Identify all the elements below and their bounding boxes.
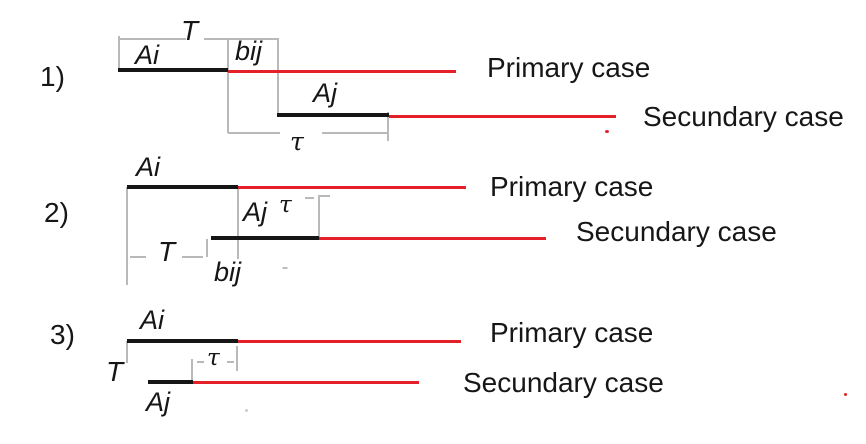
s1-number-label: 1) <box>40 61 65 92</box>
s3-Ai-label: Ai <box>140 305 165 335</box>
s1-T-bracket-right <box>204 38 279 40</box>
s3-stray-red-dot <box>844 393 847 396</box>
s2-T-dash-right <box>182 256 203 258</box>
s2-tau-top-tick <box>320 195 330 197</box>
s2-secondary-case-line <box>319 237 546 240</box>
s1-primary-case-line <box>228 70 456 73</box>
s2-Aj-label: Aj <box>243 197 268 227</box>
s1-infection-marker-line <box>277 38 279 116</box>
s1-tau-label: τ <box>290 127 304 156</box>
s2-primary-case-label: Primary case <box>490 171 654 202</box>
s2-left-bracket-line <box>126 187 128 285</box>
s2-Ai-label: Ai <box>136 152 161 182</box>
s1-tau-bracket-left <box>228 132 280 134</box>
s3-T-label: T <box>106 356 124 387</box>
s3-tau-dash-right <box>227 361 234 363</box>
s3-tau-right-tick <box>236 346 238 371</box>
s3-number-label: 3) <box>50 319 75 350</box>
s2-primary-case-line <box>238 186 466 189</box>
s3-stray-gray-dot <box>245 409 248 412</box>
s2-T-dash-left <box>130 256 146 258</box>
s3-primary-incubation-line <box>127 339 238 343</box>
s1-T-left-tick <box>118 36 120 72</box>
s1-tau-bracket-right <box>322 132 388 134</box>
s3-primary-case-line <box>238 340 461 343</box>
s2-tau-right-tick <box>318 195 320 238</box>
s3-secondary-incubation-line <box>148 380 193 384</box>
s2-secondary-case-label: Secundary case <box>576 216 777 247</box>
s2-primary-incubation-line <box>127 185 238 189</box>
s1-T-bracket-left <box>118 38 186 40</box>
s2-T-label: T <box>158 236 176 267</box>
s1-secondary-case-line <box>389 115 616 118</box>
s1-onset-marker-line <box>227 39 229 133</box>
s3-tau-label: τ <box>207 345 220 371</box>
s1-bij-label: bij <box>235 36 263 66</box>
s1-primary-incubation-line <box>118 68 228 72</box>
s3-secondary-case-line <box>193 381 419 384</box>
s1-Ai-label: Ai <box>135 40 160 70</box>
s2-tau-dash <box>305 197 314 199</box>
s2-onset-marker-line <box>237 187 239 259</box>
s1-T-label: T <box>181 15 199 46</box>
s1-tau-right-tick <box>387 112 389 141</box>
s1-Aj-label: Aj <box>313 78 338 108</box>
s2-bij-label: bij <box>214 257 242 287</box>
s2-T-step-tick <box>206 239 208 257</box>
s2-tau-label: τ <box>279 192 292 218</box>
s2-stray-gray-dash <box>282 267 288 269</box>
s2-number-label: 2) <box>44 197 69 228</box>
s3-tau-dash-left <box>197 361 204 363</box>
s1-secondary-case-label: Secundary case <box>643 101 844 132</box>
s1-stray-red-dot <box>605 130 609 133</box>
s2-secondary-incubation-line <box>211 236 319 240</box>
s3-primary-case-label: Primary case <box>490 317 654 348</box>
s3-Aj-label: Aj <box>146 387 171 417</box>
s1-primary-case-label: Primary case <box>487 52 651 83</box>
s3-tau-left-tick <box>191 359 193 382</box>
s3-secondary-case-label: Secundary case <box>463 367 664 398</box>
s3-T-left-tick <box>126 341 128 363</box>
s1-secondary-incubation-line <box>277 113 389 117</box>
